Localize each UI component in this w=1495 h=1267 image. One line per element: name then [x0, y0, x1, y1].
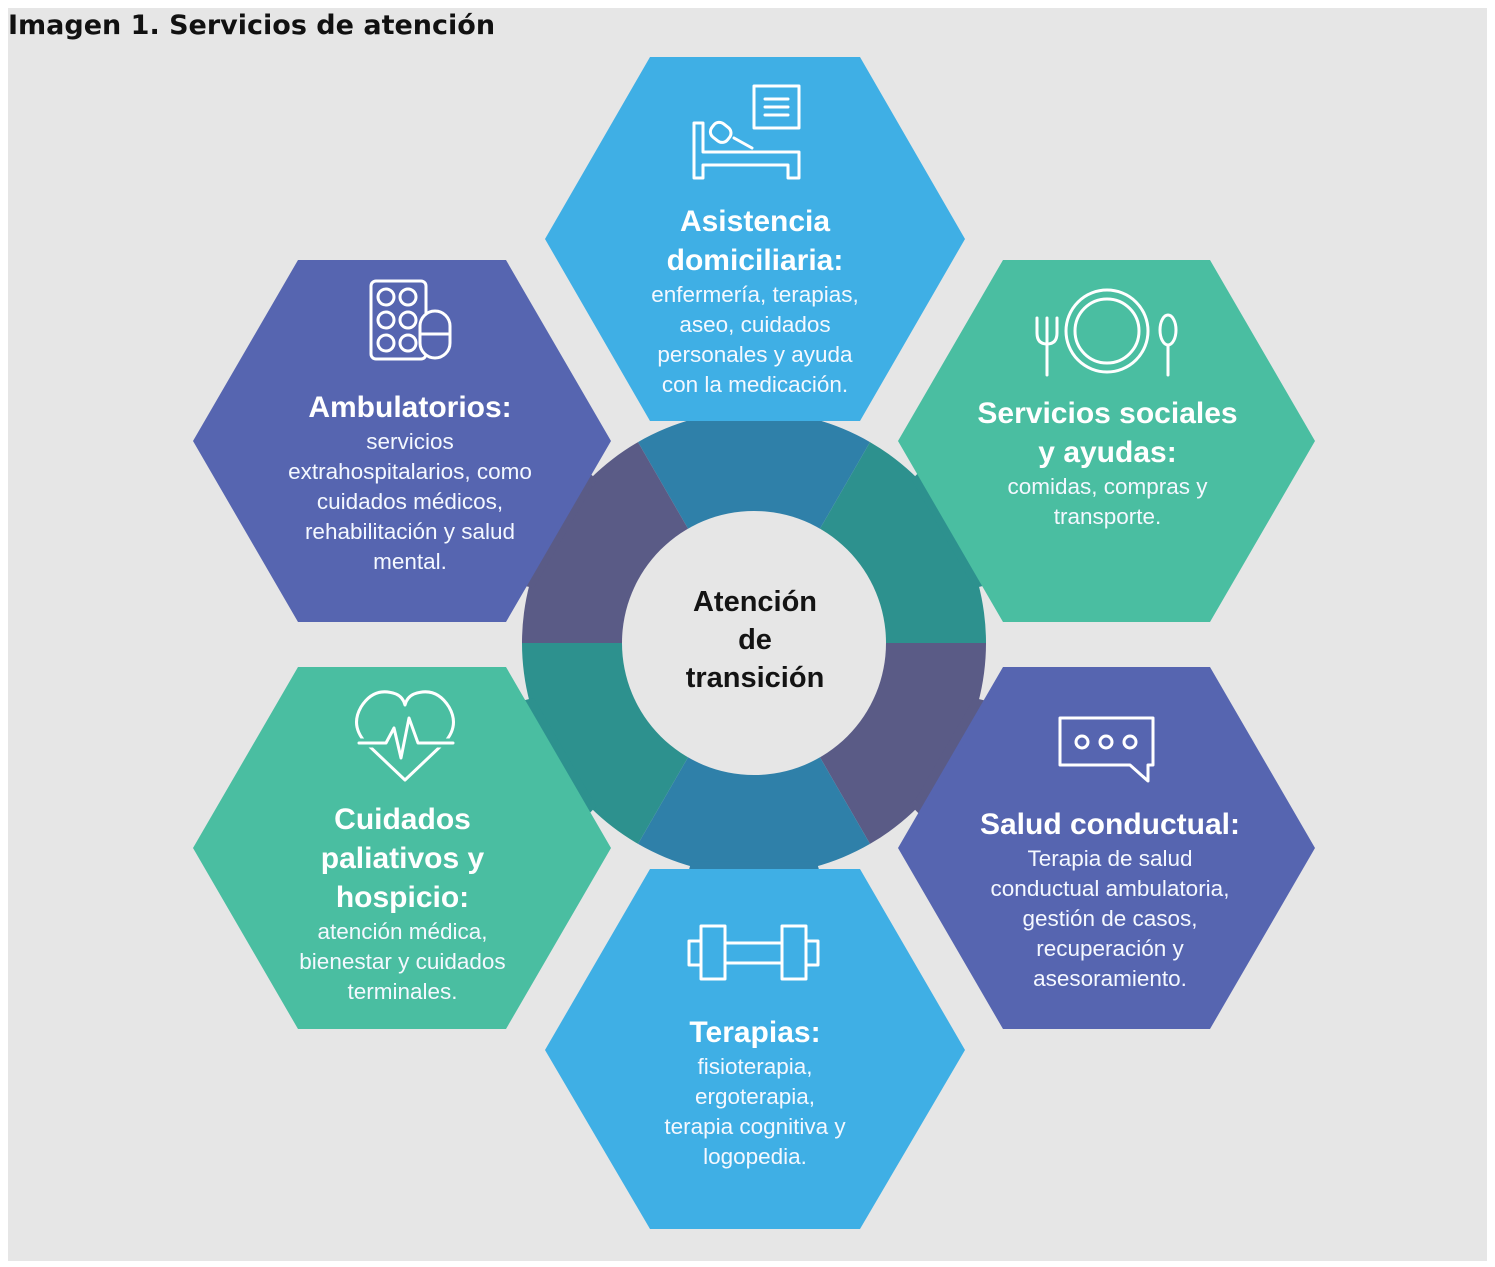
pill-pack-icon: [369, 279, 452, 361]
connector-top: [638, 410, 870, 531]
service-ambulatorios: Ambulatorios: servicios extrahospitalari…: [245, 388, 575, 577]
dumbbell-icon: [687, 924, 820, 981]
hex-asistencia: [545, 57, 965, 421]
speech-bubble-icon: [1058, 716, 1155, 783]
service-terapias: Terapias: fisioterapia, ergoterapia, ter…: [605, 1013, 905, 1172]
service-heading: Terapias:: [689, 1016, 821, 1049]
service-description: comidas, compras y transporte.: [1007, 474, 1208, 529]
connector-lower-right: [819, 643, 986, 844]
service-heading: Servicios sociales y ayudas:: [977, 397, 1238, 469]
connector-upper-left: [522, 442, 689, 643]
service-heading: Salud conductual:: [979, 808, 1240, 841]
service-paliativos: Cuidados paliativos y hospicio: atención…: [255, 800, 550, 1007]
service-heading: Ambulatorios:: [308, 391, 512, 424]
center-label: Atención de transición: [685, 586, 825, 694]
center-circle: [622, 511, 886, 775]
hex-ambulatorios: [193, 260, 611, 622]
service-heading: Cuidados paliativos y hospicio:: [320, 803, 485, 914]
service-description: atención médica, bienestar y cuidados te…: [299, 919, 506, 1004]
service-asistencia: Asistencia domiciliaria: enfermería, ter…: [600, 202, 910, 400]
plate-fork-spoon-icon: [1035, 288, 1178, 377]
hex-terapias: [545, 869, 965, 1229]
service-description: servicios extrahospitalarios, como cuida…: [288, 429, 532, 574]
connector-upper-right: [819, 442, 986, 643]
service-description: fisioterapia, ergoterapia, terapia cogni…: [664, 1054, 846, 1169]
service-description: Terapia de salud conductual ambulatoria,…: [990, 846, 1230, 991]
service-sociales: Servicios sociales y ayudas: comidas, co…: [950, 394, 1265, 532]
hex-paliativos: [193, 667, 611, 1029]
hex-sociales: [898, 260, 1315, 622]
hex-conductual: [898, 667, 1315, 1029]
heart-pulse-icon: [354, 690, 458, 782]
service-description: enfermería, terapias, aseo, cuidados per…: [651, 282, 859, 397]
hospital-bed-icon: [692, 84, 801, 180]
service-conductual: Salud conductual: Terapia de salud condu…: [945, 805, 1275, 994]
service-heading: Asistencia domiciliaria:: [666, 205, 844, 277]
figure-title: Imagen 1. Servicios de atención: [8, 10, 496, 41]
connector-bottom: [638, 755, 870, 875]
connector-lower-left: [522, 643, 689, 844]
